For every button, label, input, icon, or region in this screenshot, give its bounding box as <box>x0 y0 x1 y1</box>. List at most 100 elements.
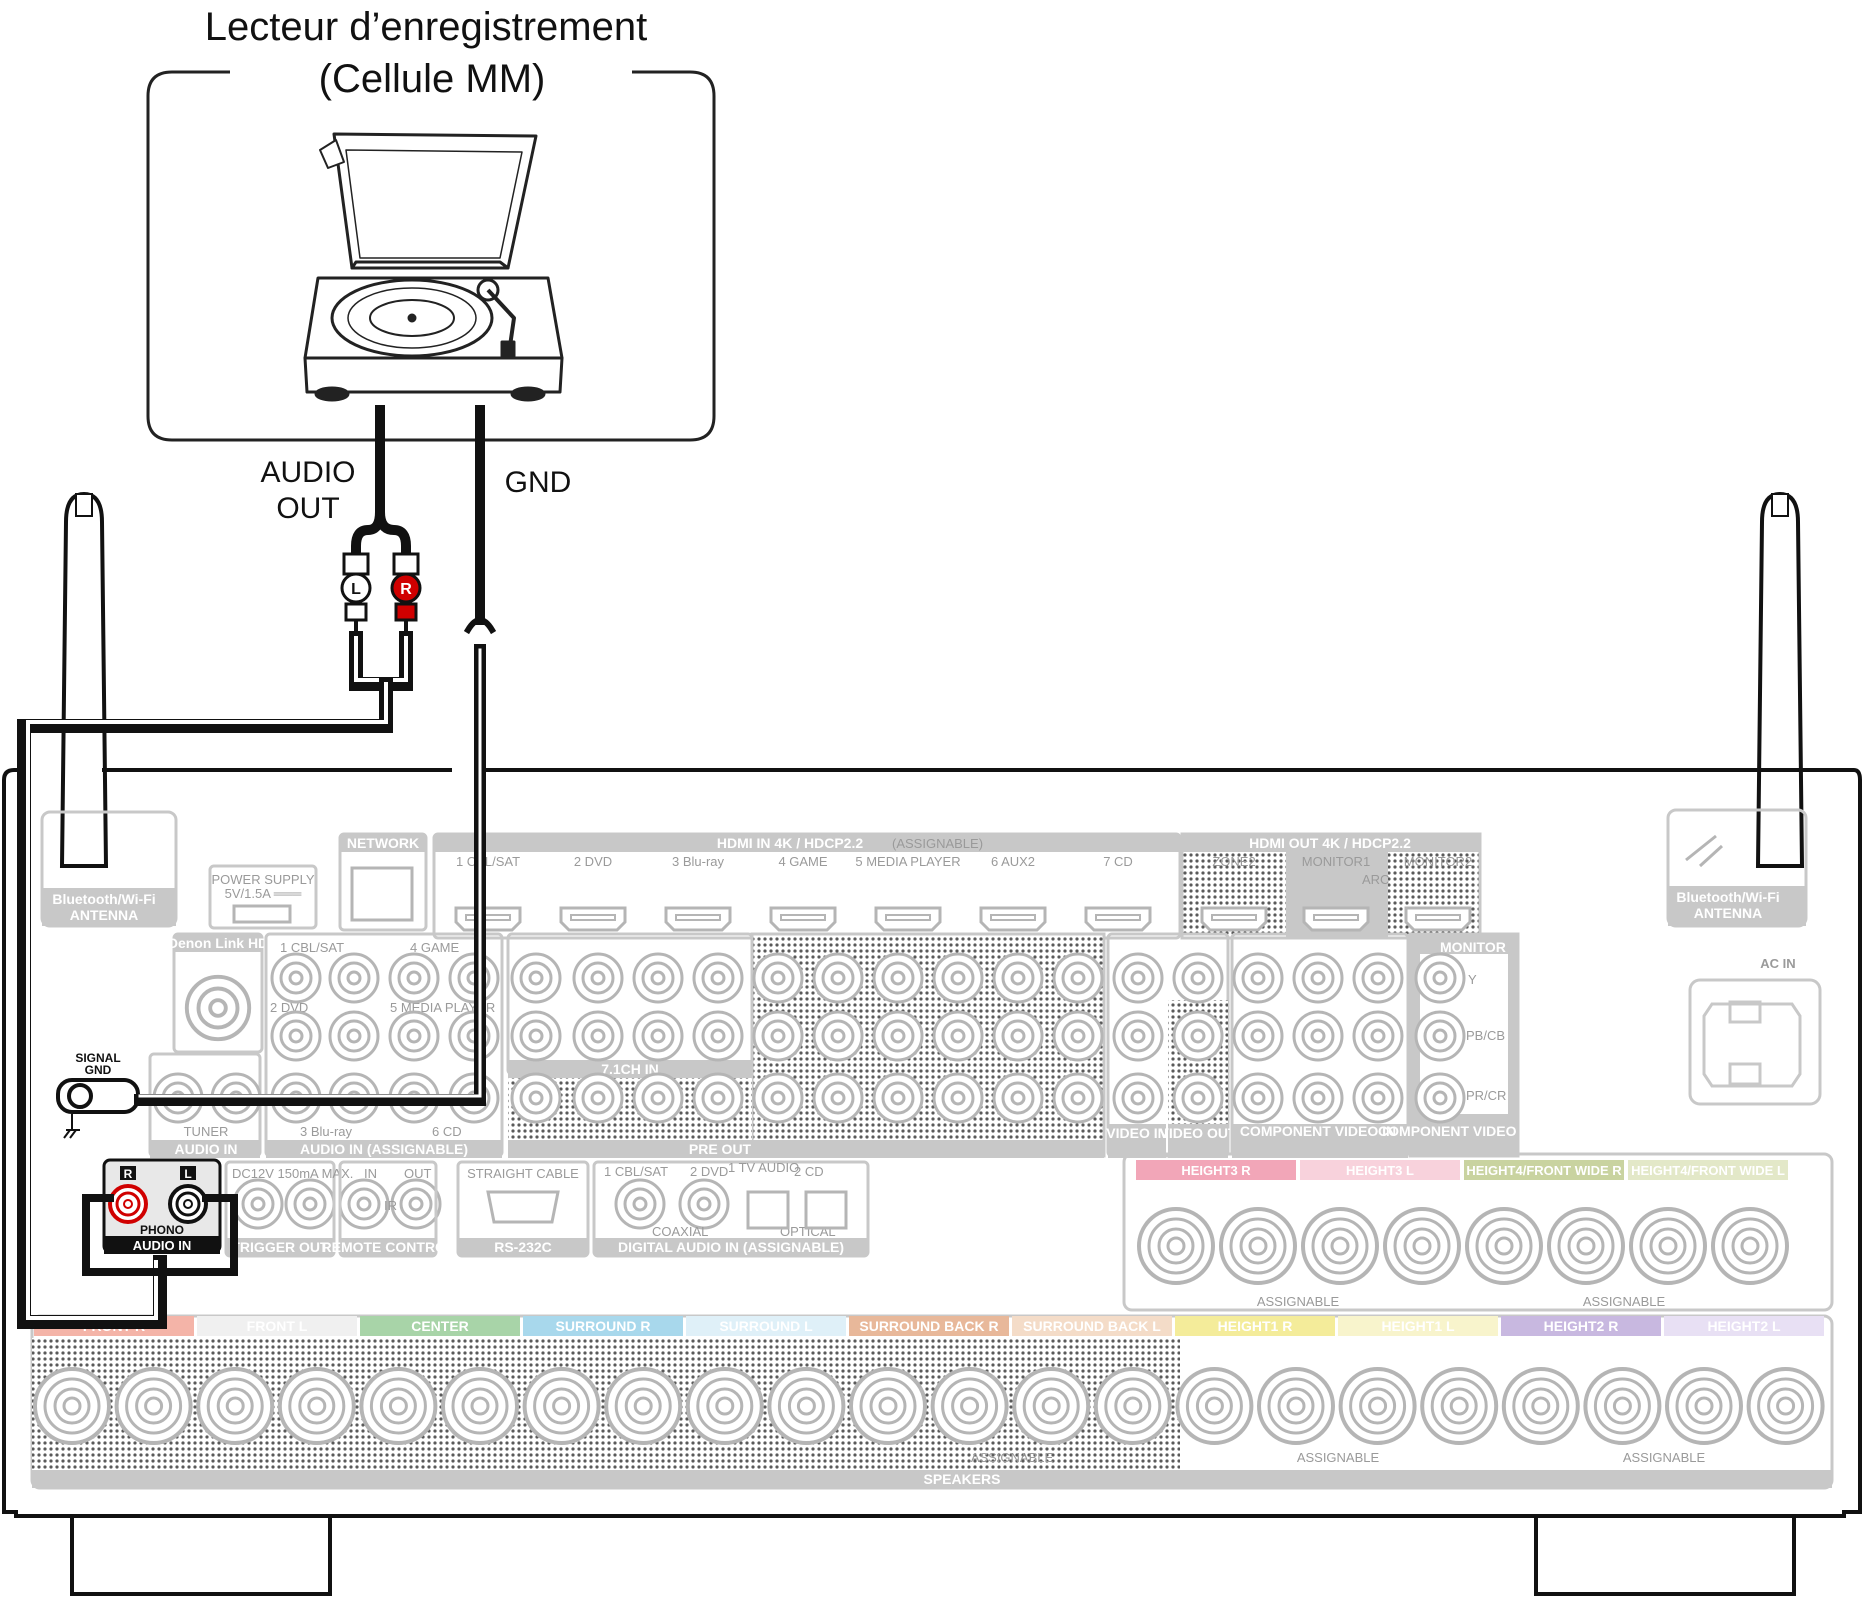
rca-jack[interactable] <box>1292 952 1344 1004</box>
rca-jack[interactable] <box>752 1072 804 1124</box>
rca-jack[interactable] <box>1414 952 1466 1004</box>
phono-input[interactable]: PHONO AUDIO IN R L <box>102 1158 222 1254</box>
rca-jack[interactable] <box>390 1178 442 1230</box>
hdmi-in-port[interactable] <box>1084 906 1152 932</box>
rca-jack[interactable] <box>692 952 744 1004</box>
speaker-terminal[interactable] <box>1711 1207 1789 1285</box>
speaker-terminal[interactable] <box>33 1367 111 1445</box>
rca-jack[interactable] <box>572 1010 624 1062</box>
rca-jack[interactable] <box>872 1072 924 1124</box>
rca-jack[interactable] <box>284 1178 336 1230</box>
rca-jack[interactable] <box>632 1010 684 1062</box>
rca-jack[interactable] <box>1052 1072 1104 1124</box>
rca-jack[interactable] <box>328 952 380 1004</box>
rca-jack[interactable] <box>1352 1010 1404 1062</box>
hdmi-in-port[interactable] <box>664 906 732 932</box>
speaker-terminal[interactable] <box>930 1367 1009 1445</box>
rca-jack[interactable] <box>1232 952 1284 1004</box>
speaker-terminal[interactable] <box>441 1367 519 1445</box>
speaker-terminal[interactable] <box>849 1367 927 1445</box>
rca-jack[interactable] <box>1232 1072 1284 1124</box>
speaker-terminal[interactable] <box>277 1367 356 1445</box>
hdmi-in-port[interactable] <box>559 906 627 932</box>
rca-jack[interactable] <box>232 1178 284 1230</box>
speaker-terminal[interactable] <box>1219 1207 1297 1285</box>
hdmi-out-port[interactable] <box>1404 906 1472 932</box>
rca-jack[interactable] <box>1112 1010 1164 1062</box>
rca-jack[interactable] <box>872 1010 924 1062</box>
speaker-terminal[interactable] <box>1420 1367 1499 1445</box>
rca-jack[interactable] <box>932 1010 984 1062</box>
rca-jack[interactable] <box>388 952 440 1004</box>
rca-jack[interactable] <box>692 1072 744 1124</box>
rca-jack[interactable] <box>872 952 924 1004</box>
rca-jack[interactable] <box>752 952 804 1004</box>
rca-jack[interactable] <box>1112 1072 1164 1124</box>
speaker-terminal[interactable] <box>1257 1367 1335 1445</box>
rca-jack[interactable] <box>632 952 684 1004</box>
rca-jack[interactable] <box>1352 952 1404 1004</box>
rca-jack[interactable] <box>812 1072 864 1124</box>
rca-jack[interactable] <box>1352 1072 1404 1124</box>
rca-jack[interactable] <box>270 952 322 1004</box>
rca-jack[interactable] <box>992 1010 1044 1062</box>
rca-jack[interactable] <box>1232 1010 1284 1062</box>
speaker-terminal[interactable] <box>1301 1207 1379 1285</box>
speaker-terminal[interactable] <box>1501 1367 1580 1445</box>
rca-jack[interactable] <box>678 1178 730 1230</box>
speaker-terminal[interactable] <box>685 1367 764 1445</box>
hdmi-in-port[interactable] <box>454 906 522 932</box>
rca-jack[interactable] <box>992 952 1044 1004</box>
speaker-terminal[interactable] <box>1383 1207 1461 1285</box>
rca-jack[interactable] <box>1172 952 1224 1004</box>
rca-jack[interactable] <box>614 1178 666 1230</box>
rca-jack[interactable] <box>1172 1010 1224 1062</box>
rca-jack[interactable] <box>572 952 624 1004</box>
rca-jack[interactable] <box>1414 1010 1466 1062</box>
speaker-terminal[interactable] <box>604 1367 683 1445</box>
speaker-terminal[interactable] <box>1012 1367 1091 1445</box>
rca-jack[interactable] <box>510 952 562 1004</box>
rca-jack[interactable] <box>1292 1010 1344 1062</box>
rca-jack[interactable] <box>1112 952 1164 1004</box>
speaker-terminal[interactable] <box>1629 1207 1707 1285</box>
hdmi-out-port[interactable] <box>1200 906 1268 932</box>
rca-jack[interactable] <box>692 1010 744 1062</box>
speaker-terminal[interactable] <box>1137 1207 1215 1285</box>
rca-jack[interactable] <box>270 1010 322 1062</box>
rca-jack[interactable] <box>510 1010 562 1062</box>
rca-jack[interactable] <box>328 1010 380 1062</box>
rca-jack[interactable] <box>812 952 864 1004</box>
rca-jack[interactable] <box>1414 1072 1466 1124</box>
speaker-terminal[interactable] <box>359 1367 438 1445</box>
speaker-terminal[interactable] <box>1746 1367 1825 1445</box>
rca-jack[interactable] <box>1292 1072 1344 1124</box>
speaker-terminal[interactable] <box>1338 1367 1417 1445</box>
speaker-terminal[interactable] <box>767 1367 846 1445</box>
rca-jack[interactable] <box>510 1072 562 1124</box>
speaker-terminal[interactable] <box>1665 1367 1743 1445</box>
rca-jack[interactable] <box>752 1010 804 1062</box>
hdmi-in-port[interactable] <box>874 906 942 932</box>
rca-jack[interactable] <box>572 1072 624 1124</box>
hdmi-in-port[interactable] <box>979 906 1047 932</box>
speaker-terminal[interactable] <box>522 1367 601 1445</box>
rca-jack[interactable] <box>932 1072 984 1124</box>
rca-jack[interactable] <box>338 1178 390 1230</box>
speaker-terminal[interactable] <box>1547 1207 1625 1285</box>
rca-jack[interactable] <box>1052 952 1104 1004</box>
rca-jack[interactable] <box>1172 1072 1224 1124</box>
rca-jack[interactable] <box>992 1072 1044 1124</box>
speaker-terminal[interactable] <box>196 1367 275 1445</box>
signal-gnd-terminal[interactable]: SIGNAL GND <box>56 1051 140 1139</box>
rca-jack[interactable] <box>632 1072 684 1124</box>
rca-jack[interactable] <box>388 1010 440 1062</box>
speaker-terminal[interactable] <box>1465 1207 1543 1285</box>
speaker-terminal[interactable] <box>1175 1367 1254 1445</box>
rca-jack[interactable] <box>1052 1010 1104 1062</box>
rca-jack[interactable] <box>812 1010 864 1062</box>
speaker-terminal[interactable] <box>114 1367 193 1445</box>
speaker-terminal[interactable] <box>1583 1367 1662 1445</box>
hdmi-in-port[interactable] <box>769 906 837 932</box>
speaker-terminal[interactable] <box>1093 1367 1172 1445</box>
